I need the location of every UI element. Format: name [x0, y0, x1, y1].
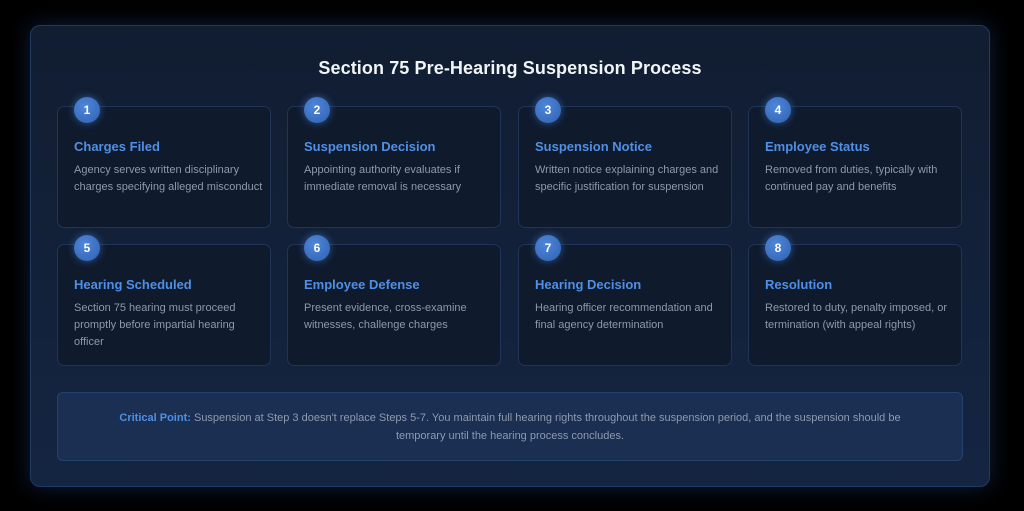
- step-number-badge: 2: [304, 97, 330, 123]
- step-title: Employee Status: [765, 139, 870, 154]
- critical-point-callout: Critical Point: Suspension at Step 3 doe…: [57, 392, 963, 461]
- step-title: Charges Filed: [74, 139, 160, 154]
- step-card-7: 7 Hearing Decision Hearing officer recom…: [518, 235, 732, 366]
- step-description: Present evidence, cross-examine witnesse…: [304, 302, 467, 331]
- step-description: Restored to duty, penalty imposed, or te…: [765, 302, 948, 331]
- step-number-badge: 8: [765, 235, 791, 261]
- step-description: Written notice explaining charges and sp…: [535, 164, 719, 193]
- step-title: Suspension Decision: [304, 139, 436, 154]
- step-card-8: 8 Resolution Restored to duty, penalty i…: [748, 235, 962, 366]
- step-card-1: 1 Charges Filed Agency serves written di…: [57, 97, 271, 228]
- step-description: Appointing authority evaluates if immedi…: [304, 164, 462, 193]
- page-title: Section 75 Pre-Hearing Suspension Proces…: [318, 58, 702, 78]
- step-number-badge: 7: [535, 235, 561, 261]
- step-card-5: 5 Hearing Scheduled Section 75 hearing m…: [57, 235, 271, 366]
- process-panel: Section 75 Pre-Hearing Suspension Proces…: [30, 25, 990, 487]
- step-card-2: 2 Suspension Decision Appointing authori…: [287, 97, 501, 228]
- step-card-3: 3 Suspension Notice Written notice expla…: [518, 97, 732, 228]
- step-title: Hearing Scheduled: [74, 277, 192, 292]
- step-title: Employee Defense: [304, 277, 420, 292]
- step-title: Hearing Decision: [535, 277, 642, 292]
- step-description: Hearing officer recommendation and final…: [535, 302, 713, 331]
- step-description: Agency serves written disciplinary charg…: [74, 164, 263, 193]
- step-number-badge: 6: [304, 235, 330, 261]
- step-number-badge: 3: [535, 97, 561, 123]
- step-title: Suspension Notice: [535, 139, 653, 154]
- step-description: Removed from duties, typically with cont…: [765, 164, 938, 193]
- step-number-badge: 4: [765, 97, 791, 123]
- step-card-6: 6 Employee Defense Present evidence, cro…: [287, 235, 501, 366]
- step-number-badge: 5: [74, 235, 100, 261]
- step-description: Section 75 hearing must proceed promptly…: [74, 302, 236, 348]
- step-number-badge: 1: [74, 97, 100, 123]
- step-title: Resolution: [765, 277, 833, 292]
- callout-text: Suspension at Step 3 doesn't replace Ste…: [190, 412, 901, 442]
- step-card-4: 4 Employee Status Removed from duties, t…: [748, 97, 962, 228]
- callout-label: Critical Point:: [119, 412, 191, 424]
